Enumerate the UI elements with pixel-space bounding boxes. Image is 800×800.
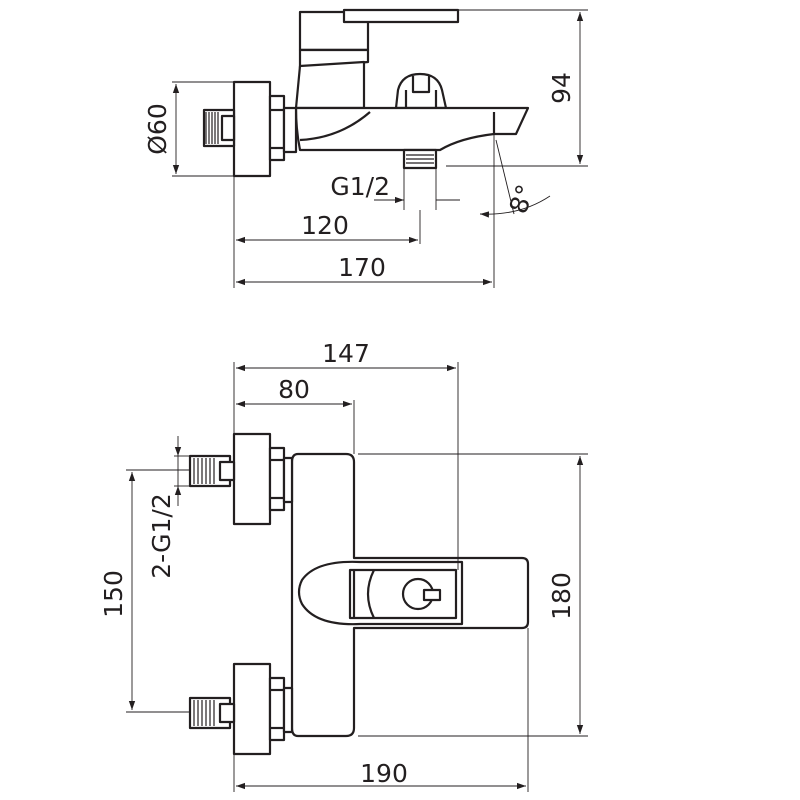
dim-150: 150 bbox=[99, 570, 128, 618]
diverter-knob-top bbox=[401, 577, 442, 611]
shower-outlet-thread bbox=[402, 148, 438, 170]
diverter-knob bbox=[394, 72, 448, 110]
dim-diameter-60: Ø60 bbox=[143, 103, 172, 155]
inlet-thread-side bbox=[202, 108, 236, 148]
wall-flange-upper bbox=[188, 432, 294, 526]
inlet-thread-label: 2-G1/2 bbox=[147, 493, 176, 578]
dim-94: 94 bbox=[547, 72, 576, 104]
dim-120: 120 bbox=[301, 211, 349, 240]
faucet-body-side bbox=[294, 60, 366, 110]
dim-80: 80 bbox=[278, 375, 310, 404]
side-view: Ø60 G1/2 120 170 94 8° bbox=[143, 8, 588, 288]
dim-180: 180 bbox=[547, 572, 576, 620]
top-view: 147 80 150 2-G1/2 180 190 bbox=[99, 339, 588, 792]
dim-190: 190 bbox=[360, 759, 408, 788]
wall-flange-lower bbox=[188, 662, 294, 756]
wall-flange-side bbox=[232, 80, 272, 178]
handle-lever bbox=[298, 8, 460, 70]
dim-thread-g12: G1/2 bbox=[330, 172, 390, 201]
dim-147: 147 bbox=[322, 339, 370, 368]
dim-170: 170 bbox=[338, 253, 386, 282]
